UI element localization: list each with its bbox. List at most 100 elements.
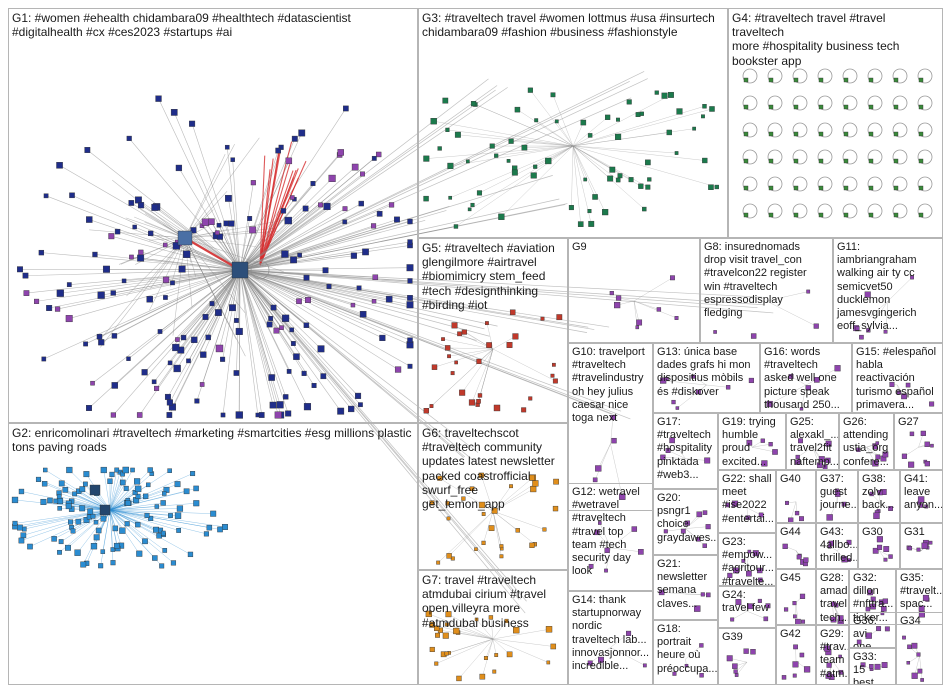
node[interactable] <box>162 276 170 283</box>
node[interactable] <box>47 497 53 504</box>
node[interactable] <box>291 135 298 142</box>
node[interactable] <box>672 671 677 676</box>
node[interactable] <box>167 360 173 366</box>
node[interactable] <box>635 325 640 330</box>
node[interactable] <box>882 451 889 458</box>
node[interactable] <box>286 369 292 374</box>
node[interactable] <box>126 356 131 361</box>
node[interactable] <box>107 478 113 484</box>
node[interactable] <box>734 673 739 677</box>
node[interactable] <box>442 632 449 639</box>
node[interactable] <box>174 512 182 519</box>
node[interactable] <box>154 504 160 509</box>
hub-node[interactable] <box>99 504 111 516</box>
node[interactable] <box>34 298 40 304</box>
node[interactable] <box>102 265 110 273</box>
node[interactable] <box>595 465 602 472</box>
node[interactable] <box>893 131 899 137</box>
node[interactable] <box>120 479 126 486</box>
node[interactable] <box>792 673 797 678</box>
node[interactable] <box>205 334 211 341</box>
hub-node[interactable] <box>231 261 249 279</box>
node[interactable] <box>798 438 803 444</box>
node[interactable] <box>148 515 154 521</box>
node[interactable] <box>607 175 614 182</box>
node[interactable] <box>62 487 69 493</box>
node[interactable] <box>732 663 738 669</box>
node[interactable] <box>456 675 462 682</box>
node[interactable] <box>444 345 451 351</box>
node[interactable] <box>793 212 799 218</box>
node[interactable] <box>199 382 205 387</box>
node[interactable] <box>877 490 883 496</box>
node[interactable] <box>746 439 753 446</box>
node[interactable] <box>725 385 731 390</box>
node[interactable] <box>768 185 774 191</box>
node[interactable] <box>868 185 874 191</box>
node[interactable] <box>924 441 930 447</box>
node[interactable] <box>429 404 434 408</box>
node[interactable] <box>289 327 294 333</box>
node[interactable] <box>225 194 232 202</box>
node[interactable] <box>229 304 236 312</box>
node[interactable] <box>159 563 165 569</box>
node[interactable] <box>699 643 704 648</box>
node[interactable] <box>203 531 209 537</box>
node[interactable] <box>799 652 805 658</box>
node[interactable] <box>743 158 749 164</box>
node[interactable] <box>360 171 365 177</box>
node[interactable] <box>658 589 665 596</box>
node[interactable] <box>550 643 557 650</box>
node[interactable] <box>448 195 453 200</box>
node[interactable] <box>745 515 751 521</box>
node[interactable] <box>41 356 47 362</box>
node[interactable] <box>311 383 317 388</box>
node[interactable] <box>122 466 129 474</box>
node[interactable] <box>56 162 63 169</box>
node[interactable] <box>793 77 799 83</box>
node[interactable] <box>768 104 774 110</box>
node[interactable] <box>795 454 800 460</box>
node[interactable] <box>631 526 638 532</box>
node[interactable] <box>699 673 704 678</box>
node[interactable] <box>528 474 535 481</box>
node[interactable] <box>512 333 519 340</box>
node[interactable] <box>488 525 495 531</box>
node[interactable] <box>445 501 450 506</box>
node[interactable] <box>872 460 879 467</box>
node[interactable] <box>274 411 282 419</box>
node[interactable] <box>65 503 72 510</box>
node[interactable] <box>701 114 705 119</box>
node[interactable] <box>68 506 75 512</box>
node[interactable] <box>109 471 115 478</box>
node[interactable] <box>647 177 652 182</box>
node[interactable] <box>355 392 362 399</box>
node[interactable] <box>709 106 715 112</box>
node[interactable] <box>110 560 116 566</box>
node[interactable] <box>743 104 749 110</box>
node[interactable] <box>604 568 608 573</box>
node[interactable] <box>183 488 190 495</box>
node[interactable] <box>546 660 551 665</box>
node[interactable] <box>882 598 889 604</box>
node[interactable] <box>908 461 915 468</box>
node[interactable] <box>35 476 42 482</box>
node[interactable] <box>509 484 513 489</box>
node[interactable] <box>200 351 207 358</box>
node[interactable] <box>146 482 151 488</box>
node[interactable] <box>847 558 851 562</box>
node[interactable] <box>58 539 64 545</box>
node[interactable] <box>684 663 689 668</box>
node[interactable] <box>93 519 99 525</box>
node[interactable] <box>638 183 644 189</box>
node[interactable] <box>323 202 331 211</box>
node[interactable] <box>803 557 809 563</box>
node[interactable] <box>676 108 683 115</box>
node[interactable] <box>794 510 800 516</box>
node[interactable] <box>494 653 499 657</box>
node[interactable] <box>816 462 823 469</box>
node[interactable] <box>801 619 806 624</box>
node[interactable] <box>275 147 281 154</box>
node[interactable] <box>93 534 100 541</box>
node[interactable] <box>785 500 789 505</box>
